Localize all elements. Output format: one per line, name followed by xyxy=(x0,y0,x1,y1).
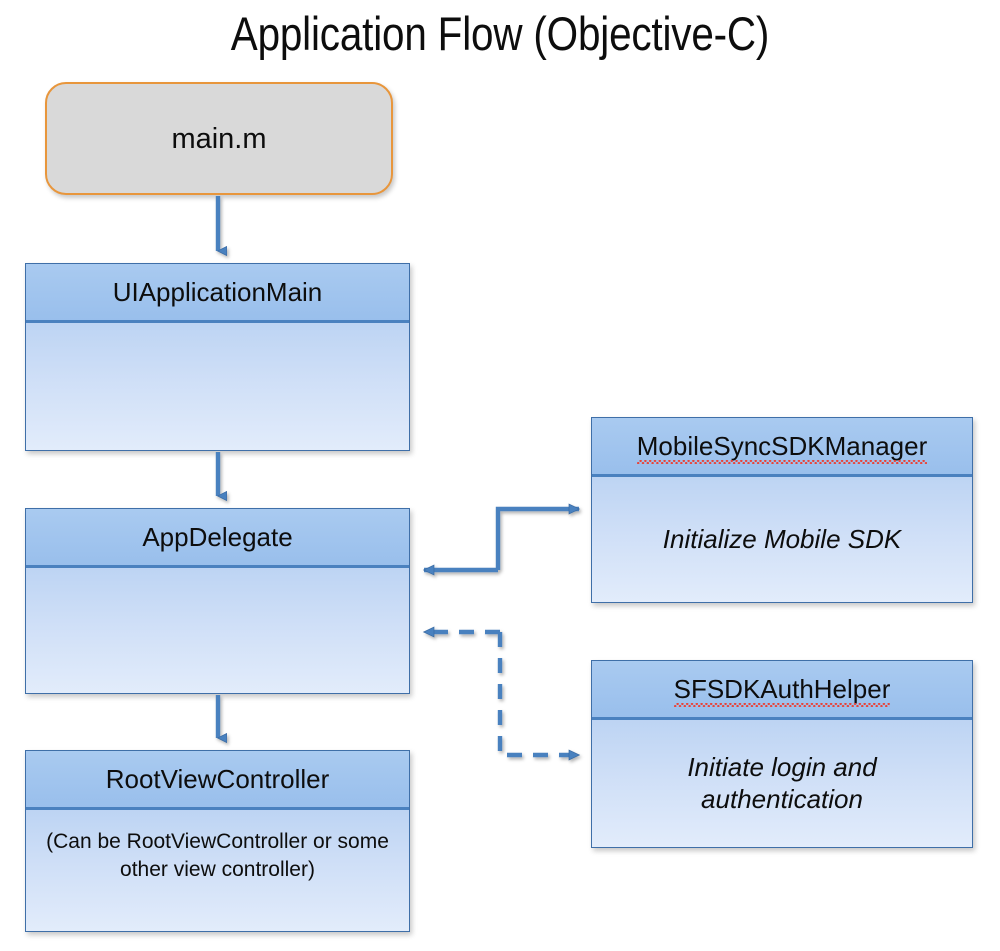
connector-appdelegate-to-sfsdkauthhelper xyxy=(497,632,581,761)
node-mobilesyncsdkmanager-body: Initialize Mobile SDK xyxy=(592,477,972,602)
node-rootviewcontroller-body: (Can be RootViewController or some other… xyxy=(26,810,409,931)
node-sfsdkauthhelper-header: SFSDKAuthHelper xyxy=(592,661,972,720)
node-main-m-label: main.m xyxy=(171,123,267,155)
node-appdelegate-title: AppDelegate xyxy=(142,522,293,552)
node-rootviewcontroller-title: RootViewController xyxy=(105,764,330,794)
node-uiapplicationmain[interactable]: UIApplicationMain xyxy=(25,263,410,451)
node-mobilesyncsdkmanager-header: MobileSyncSDKManager xyxy=(592,418,972,477)
node-appdelegate-body xyxy=(26,568,409,693)
node-sfsdkauthhelper-title: SFSDKAuthHelper xyxy=(673,674,891,707)
connector-appdelegate-to-mobilesyncsdkmanager xyxy=(495,503,581,570)
node-uiapplicationmain-body xyxy=(26,323,409,450)
node-mobilesyncsdkmanager[interactable]: MobileSyncSDKManager Initialize Mobile S… xyxy=(591,417,973,603)
node-uiapplicationmain-header: UIApplicationMain xyxy=(26,264,409,323)
node-mobilesyncsdkmanager-body-text: Initialize Mobile SDK xyxy=(662,523,902,554)
node-mobilesyncsdkmanager-title: MobileSyncSDKManager xyxy=(636,431,928,464)
node-rootviewcontroller-header: RootViewController xyxy=(26,751,409,810)
node-sfsdkauthhelper-body: Initiate login and authentication xyxy=(592,720,972,847)
node-uiapplicationmain-title: UIApplicationMain xyxy=(112,277,323,307)
node-sfsdkauthhelper-body-text: Initiate login and authentication xyxy=(687,751,877,814)
node-main-m[interactable]: main.m xyxy=(45,82,393,195)
page-title: Application Flow (Objective-C) xyxy=(230,7,770,60)
node-rootviewcontroller-body-text: (Can be RootViewController or some other… xyxy=(46,830,389,881)
node-rootviewcontroller[interactable]: RootViewController (Can be RootViewContr… xyxy=(25,750,410,932)
node-sfsdkauthhelper[interactable]: SFSDKAuthHelper Initiate login and authe… xyxy=(591,660,973,848)
node-appdelegate[interactable]: AppDelegate xyxy=(25,508,410,694)
node-appdelegate-header: AppDelegate xyxy=(26,509,409,568)
